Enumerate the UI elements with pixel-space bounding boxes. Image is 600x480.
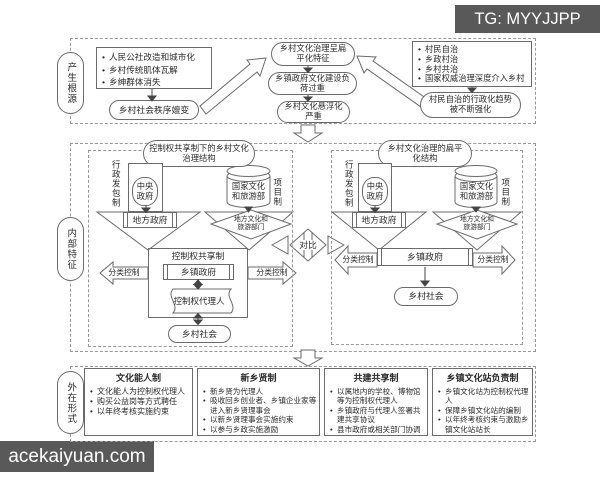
right-local-culture-dept: 地方文化和旅游部门 xyxy=(460,215,494,231)
card-title: 新乡贤制 xyxy=(240,373,277,383)
list-item: 乡村共治 xyxy=(417,64,529,75)
origins-right-result: 村民自治的行政化趋势被不断强化 xyxy=(420,92,521,118)
origins-left-causes-box: 人民公社改造和城市化 乡村传统肌体瓦解 乡绅群体消失 xyxy=(96,47,212,89)
card-culture-talent: 文化能人制 文化能人为控制权代理人 购买公益岗等方式聘任 以年终考核实施约束 xyxy=(84,368,193,436)
left-agent-label: 控制权代理人 xyxy=(173,295,225,306)
list-item: 新乡贤为代理人 xyxy=(202,387,317,397)
list-item: 乡政村治 xyxy=(417,54,529,65)
card-co-build-share: 共建共享制 以属地内的学校、博物馆等为控制权代理人 乡镇政府与代理人签署共建共享… xyxy=(324,368,428,436)
list-item: 人民公社改造和城市化 xyxy=(101,51,209,64)
list-item: 国家权威治理深度介入乡村 xyxy=(417,74,529,84)
list-item: 乡绅群体消失 xyxy=(101,76,209,89)
right-admin-contract-label: 行政发包制 xyxy=(341,153,357,215)
section-label-origins: 产生根源 xyxy=(57,52,84,114)
list-item: 文化能人为控制权代理人 xyxy=(89,387,190,397)
right-project-text: 项目制 xyxy=(500,177,511,207)
card-new-gentry: 新乡贤制 新乡贤为代理人 吸收回乡创业者、乡镇企业家等进入新乡贤理事会 以新乡贤… xyxy=(197,368,320,436)
section-label-internal: 内部特征 xyxy=(57,217,84,281)
list-item: 县市政府或相关部门协调 xyxy=(329,425,425,435)
right-classified-control-left: 分类控制 xyxy=(342,255,374,265)
list-item: 以新乡贤理事会实施约束 xyxy=(202,415,317,425)
origins-right-causes-box: 村民自治 乡政村治 乡村共治 国家权威治理深度介入乡村 xyxy=(412,41,532,87)
list-item: 以参与乡政实施激励 xyxy=(202,425,317,435)
list-item: 以年终考核约束与激励乡镇文化站站长 xyxy=(437,415,530,434)
left-project-text: 项目制 xyxy=(272,177,283,207)
right-rural-society: 乡村社会 xyxy=(394,287,458,306)
left-central-gov: 中央政府 xyxy=(132,177,158,206)
section-label-external-text: 外在形式 xyxy=(65,381,77,424)
right-township-gov: 乡镇政府 xyxy=(377,248,473,266)
compare-label: 对比 xyxy=(299,239,317,250)
right-local-gov: 地方政府 xyxy=(352,212,406,228)
card-title: 文化能人制 xyxy=(115,373,161,383)
left-ministry: 国家文化和旅游部 xyxy=(231,181,266,201)
origins-center-box-1: 乡村文化治理呈扁平化特征 xyxy=(271,42,355,66)
section-label-external: 外在形式 xyxy=(57,371,84,434)
list-item: 乡镇文化站为控制权代理人 xyxy=(437,387,530,406)
section-label-internal-text: 内部特征 xyxy=(65,228,77,270)
right-ministry: 国家文化和旅游部 xyxy=(459,181,494,201)
right-panel-title: 乡村文化治理的扁平化结构 xyxy=(378,140,472,167)
card-title: 共建共享制 xyxy=(353,373,399,383)
watermark-top-right: TG: MYYJJPP xyxy=(455,5,600,33)
right-central-gov: 中央政府 xyxy=(362,177,388,206)
right-project-label: 项目制 xyxy=(499,172,512,212)
right-admin-contract-text: 行政发包制 xyxy=(344,160,355,208)
left-share-title: 控制权共享制 xyxy=(171,251,225,262)
left-local-gov: 地方政府 xyxy=(123,212,177,228)
list-item: 保障乡镇文化站的编制 xyxy=(437,406,530,416)
left-admin-contract-label: 行政发包制 xyxy=(108,153,124,215)
left-rural-society: 乡村社会 xyxy=(168,325,231,343)
origins-left-result: 乡村社会秩序嬗变 xyxy=(109,100,199,120)
list-item: 乡村传统肌体瓦解 xyxy=(101,64,209,77)
list-item: 乡镇政府与代理人签署共建共享协议 xyxy=(329,406,425,425)
right-classified-control-right: 分类控制 xyxy=(477,255,509,265)
list-item: 村民自治 xyxy=(417,44,529,55)
origins-center-box-3: 乡村文化悬浮化严重 xyxy=(277,101,350,123)
card-title: 乡镇文化站负责制 xyxy=(446,373,519,383)
origins-center-box-2: 乡镇政府文化建设负荷过重 xyxy=(268,72,357,95)
left-project-label: 项目制 xyxy=(271,172,284,212)
card-culture-station: 乡镇文化站负责制 乡镇文化站为控制权代理人 保障乡镇文化站的编制 以年终考核约束… xyxy=(432,368,533,436)
list-item: 以年终考核实施约束 xyxy=(89,407,190,417)
left-township-gov: 乡镇政府 xyxy=(163,264,234,280)
left-admin-contract-text: 行政发包制 xyxy=(111,160,122,208)
section-label-origins-text: 产生根源 xyxy=(65,62,77,104)
left-local-culture-dept: 地方文化和旅游部门 xyxy=(234,215,268,231)
left-classified-control-left: 分类控制 xyxy=(108,268,140,278)
watermark-bottom-left: acekaiyuan.com xyxy=(0,441,154,472)
left-panel-title: 控制权共享制下的乡村文化治理结构 xyxy=(143,140,255,167)
list-item: 吸收回乡创业者、乡镇企业家等进入新乡贤理事会 xyxy=(202,396,317,415)
list-item: 购买公益岗等方式聘任 xyxy=(89,397,190,407)
list-item: 以属地内的学校、博物馆等为控制权代理人 xyxy=(329,387,425,406)
left-classified-control-right: 分类控制 xyxy=(256,268,288,278)
